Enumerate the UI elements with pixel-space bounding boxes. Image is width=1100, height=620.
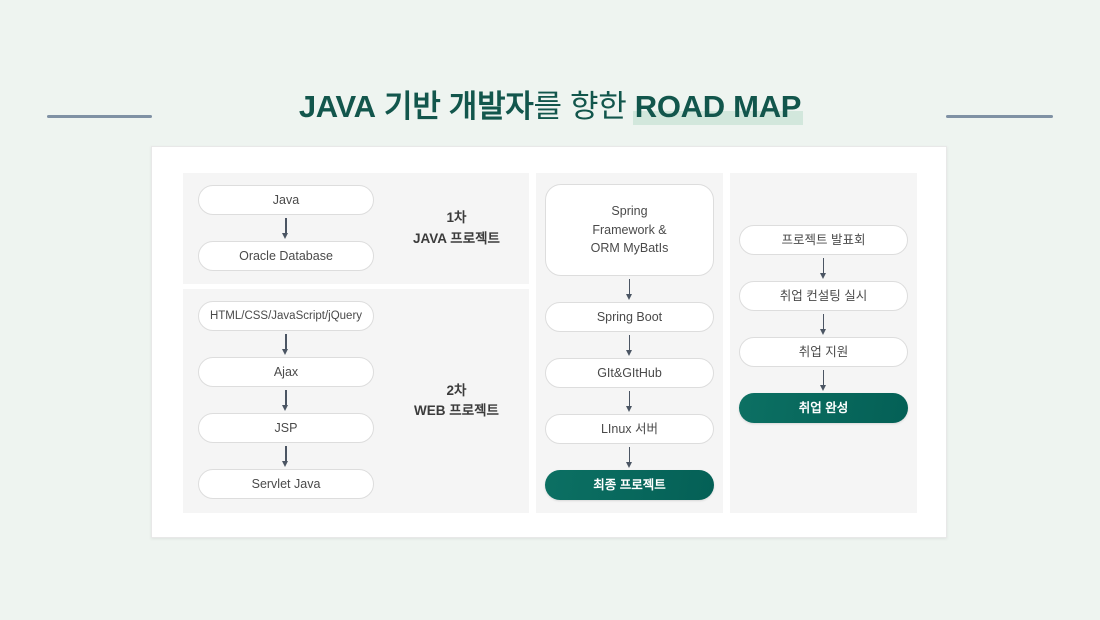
step-project-presentation[interactable]: 프로젝트 발표회 [739, 225, 908, 255]
arrow-down-icon [624, 332, 636, 358]
right-decorative-line [946, 115, 1053, 118]
arrow-down-icon [280, 331, 292, 357]
step-job-consulting[interactable]: 취업 컨설팅 실시 [739, 281, 908, 311]
phase-1-order: 1차 [446, 210, 467, 226]
step-oracle-database[interactable]: Oracle Database [198, 241, 374, 271]
section-web-steps: HTML/CSS/JavaScript/jQuery Ajax JSP Serv… [188, 289, 384, 513]
step-java[interactable]: Java [198, 185, 374, 215]
roadmap-column-2: Spring Framework & ORM MyBatIs Spring Bo… [536, 173, 723, 513]
page-header: JAVA 기반 개발자를 향한 ROAD MAP [0, 78, 1100, 134]
section-java-steps: Java Oracle Database [188, 173, 384, 284]
left-decorative-line [47, 115, 152, 118]
phase-label-2: 2차 WEB 프로젝트 [384, 289, 529, 513]
section-spring-steps: Spring Framework & ORM MyBatIs Spring Bo… [536, 173, 723, 513]
step-git-github[interactable]: GIt&GItHub [545, 358, 714, 388]
section-java-project: Java Oracle Database 1차 JAVA 프로젝트 [183, 173, 529, 284]
section-spring: Spring Framework & ORM MyBatIs Spring Bo… [536, 173, 723, 513]
arrow-down-icon [280, 387, 292, 413]
arrow-down-icon [818, 367, 830, 393]
step-employment-complete[interactable]: 취업 완성 [739, 393, 908, 423]
roadmap-column-3: 프로젝트 발표회 취업 컨설팅 실시 취업 지원 취업 완성 [730, 173, 917, 513]
step-linux-server[interactable]: LInux 서버 [545, 414, 714, 444]
step-spring-boot[interactable]: Spring Boot [545, 302, 714, 332]
title-segment-toward: 를 향한 [533, 88, 627, 124]
step-servlet-java[interactable]: Servlet Java [198, 469, 374, 499]
section-web-project: HTML/CSS/JavaScript/jQuery Ajax JSP Serv… [183, 289, 529, 513]
arrow-down-icon [624, 388, 636, 414]
arrow-down-icon [280, 443, 292, 469]
roadmap-column-1: Java Oracle Database 1차 JAVA 프로젝트 HTML/C… [183, 173, 529, 513]
phase-2-order: 2차 [446, 382, 467, 398]
phase-1-name: JAVA 프로젝트 [413, 230, 500, 246]
phase-2-name: WEB 프로젝트 [414, 403, 499, 418]
title-segment-road-map: ROAD MAP [632, 88, 804, 125]
title-segment-base-developer: 기반 개발자 [384, 88, 534, 124]
roadmap-panel: Java Oracle Database 1차 JAVA 프로젝트 HTML/C… [151, 146, 947, 538]
step-spring-framework-orm-mybatis[interactable]: Spring Framework & ORM MyBatIs [545, 184, 714, 276]
section-career-steps: 프로젝트 발표회 취업 컨설팅 실시 취업 지원 취업 완성 [730, 173, 917, 513]
step-jsp[interactable]: JSP [198, 413, 374, 443]
step-final-project[interactable]: 최종 프로젝트 [545, 470, 714, 500]
section-career: 프로젝트 발표회 취업 컨설팅 실시 취업 지원 취업 완성 [730, 173, 917, 513]
arrow-down-icon [624, 444, 636, 470]
arrow-down-icon [280, 215, 292, 241]
arrow-down-icon [818, 255, 830, 281]
page-title: JAVA 기반 개발자를 향한 ROAD MAP [298, 88, 804, 125]
step-job-support[interactable]: 취업 지원 [739, 337, 908, 367]
arrow-down-icon [624, 276, 636, 302]
phase-label-1: 1차 JAVA 프로젝트 [384, 173, 529, 284]
title-segment-java: JAVA [298, 88, 376, 124]
step-html-css-js-jquery[interactable]: HTML/CSS/JavaScript/jQuery [198, 301, 374, 331]
arrow-down-icon [818, 311, 830, 337]
roadmap-columns: Java Oracle Database 1차 JAVA 프로젝트 HTML/C… [183, 173, 918, 513]
step-ajax[interactable]: Ajax [198, 357, 374, 387]
